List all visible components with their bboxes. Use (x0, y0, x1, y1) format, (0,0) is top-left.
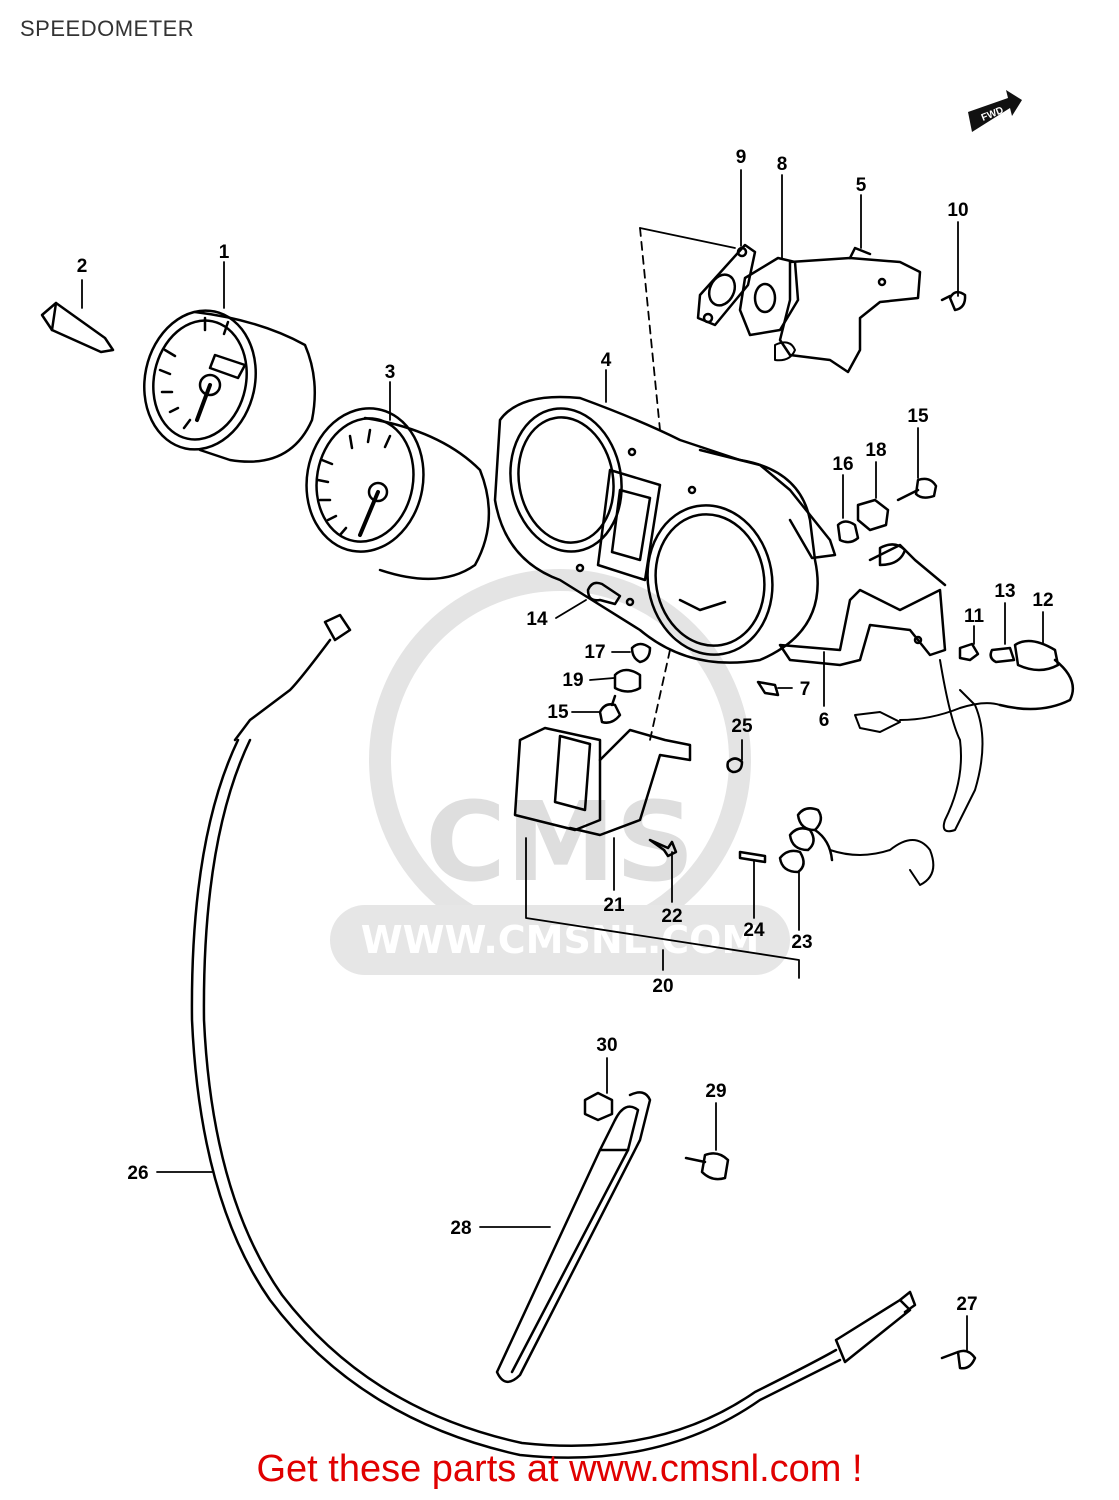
part-number-16: 16 (832, 454, 853, 475)
page-title: SPEEDOMETER (20, 16, 195, 41)
part-number-3: 3 (385, 362, 396, 383)
indicator-bracket (568, 728, 692, 837)
part-number-9: 9 (736, 147, 747, 168)
part-number-19: 19 (562, 670, 583, 691)
part-number-8: 8 (777, 154, 788, 175)
part-number-10: 10 (947, 200, 968, 221)
wire-harness (829, 659, 1001, 886)
gasket-9 (696, 243, 757, 327)
part-number-29: 29 (705, 1081, 726, 1102)
meter-case-4 (493, 395, 837, 664)
speedometer-cable-26 (190, 613, 917, 1459)
watermark: CMS WWW.CMSNL.COM (330, 569, 790, 975)
part-number-11: 11 (964, 606, 985, 627)
fwd-arrow-icon: FWD (968, 90, 1022, 132)
part-number-labels: 1 2 3 4 5 6 7 8 9 10 11 12 13 14 15 15 1… (77, 147, 1054, 1315)
wire-bracket-28 (495, 1091, 652, 1383)
part-number-23: 23 (791, 932, 812, 953)
cushion-19 (613, 668, 642, 693)
bolt-29 (684, 1152, 730, 1181)
part-number-28: 28 (450, 1218, 471, 1239)
grommet-16 (836, 520, 860, 544)
bracket-5 (778, 246, 922, 374)
bulb-13 (989, 646, 1016, 664)
part-number-26: 26 (127, 1163, 148, 1184)
speedometer-3 (305, 407, 491, 581)
nut-30 (583, 1091, 614, 1122)
watermark-url: WWW.CMSNL.COM (361, 918, 760, 962)
lens-24 (738, 850, 767, 864)
clip-7 (756, 680, 780, 697)
leader-lines (81, 169, 1044, 1351)
socket-23 (778, 807, 834, 874)
part-number-18: 18 (865, 440, 886, 461)
part-number-15-upper: 15 (907, 406, 929, 427)
part-number-7: 7 (800, 679, 811, 700)
part-number-27: 27 (956, 1294, 977, 1315)
cushion-17 (630, 642, 652, 664)
part-number-30: 30 (596, 1035, 617, 1056)
part-number-6: 6 (819, 710, 830, 731)
screw-27 (940, 1349, 977, 1370)
part-number-1: 1 (219, 242, 230, 263)
tachometer-1 (143, 309, 317, 463)
part-number-25: 25 (731, 716, 753, 737)
part-number-13: 13 (994, 581, 1015, 602)
bulb-2 (40, 301, 115, 354)
nut-11 (958, 642, 980, 662)
screw-15-upper (896, 477, 938, 502)
plate-8 (738, 256, 800, 362)
nut-18 (856, 498, 890, 532)
screw-25 (726, 757, 744, 774)
watermark-logo: CMS (425, 778, 694, 906)
part-number-17: 17 (584, 642, 605, 663)
part-number-24: 24 (743, 920, 765, 941)
screw-10 (940, 290, 967, 312)
part-number-20: 20 (652, 976, 673, 997)
part-number-5: 5 (856, 175, 867, 196)
part-number-15-lower: 15 (547, 702, 569, 723)
part-number-14: 14 (526, 609, 548, 630)
screw-15-lower (598, 694, 622, 724)
part-number-2: 2 (77, 256, 88, 277)
part-number-4: 4 (601, 350, 612, 371)
part-number-21: 21 (603, 895, 625, 916)
socket-12 (998, 639, 1075, 711)
bracket-6 (778, 543, 947, 667)
footer-link[interactable]: Get these parts at www.cmsnl.com ! (256, 1448, 863, 1490)
screw-14 (586, 581, 622, 606)
screw-22 (648, 838, 678, 858)
part-number-22: 22 (661, 906, 682, 927)
part-number-12: 12 (1032, 590, 1053, 611)
